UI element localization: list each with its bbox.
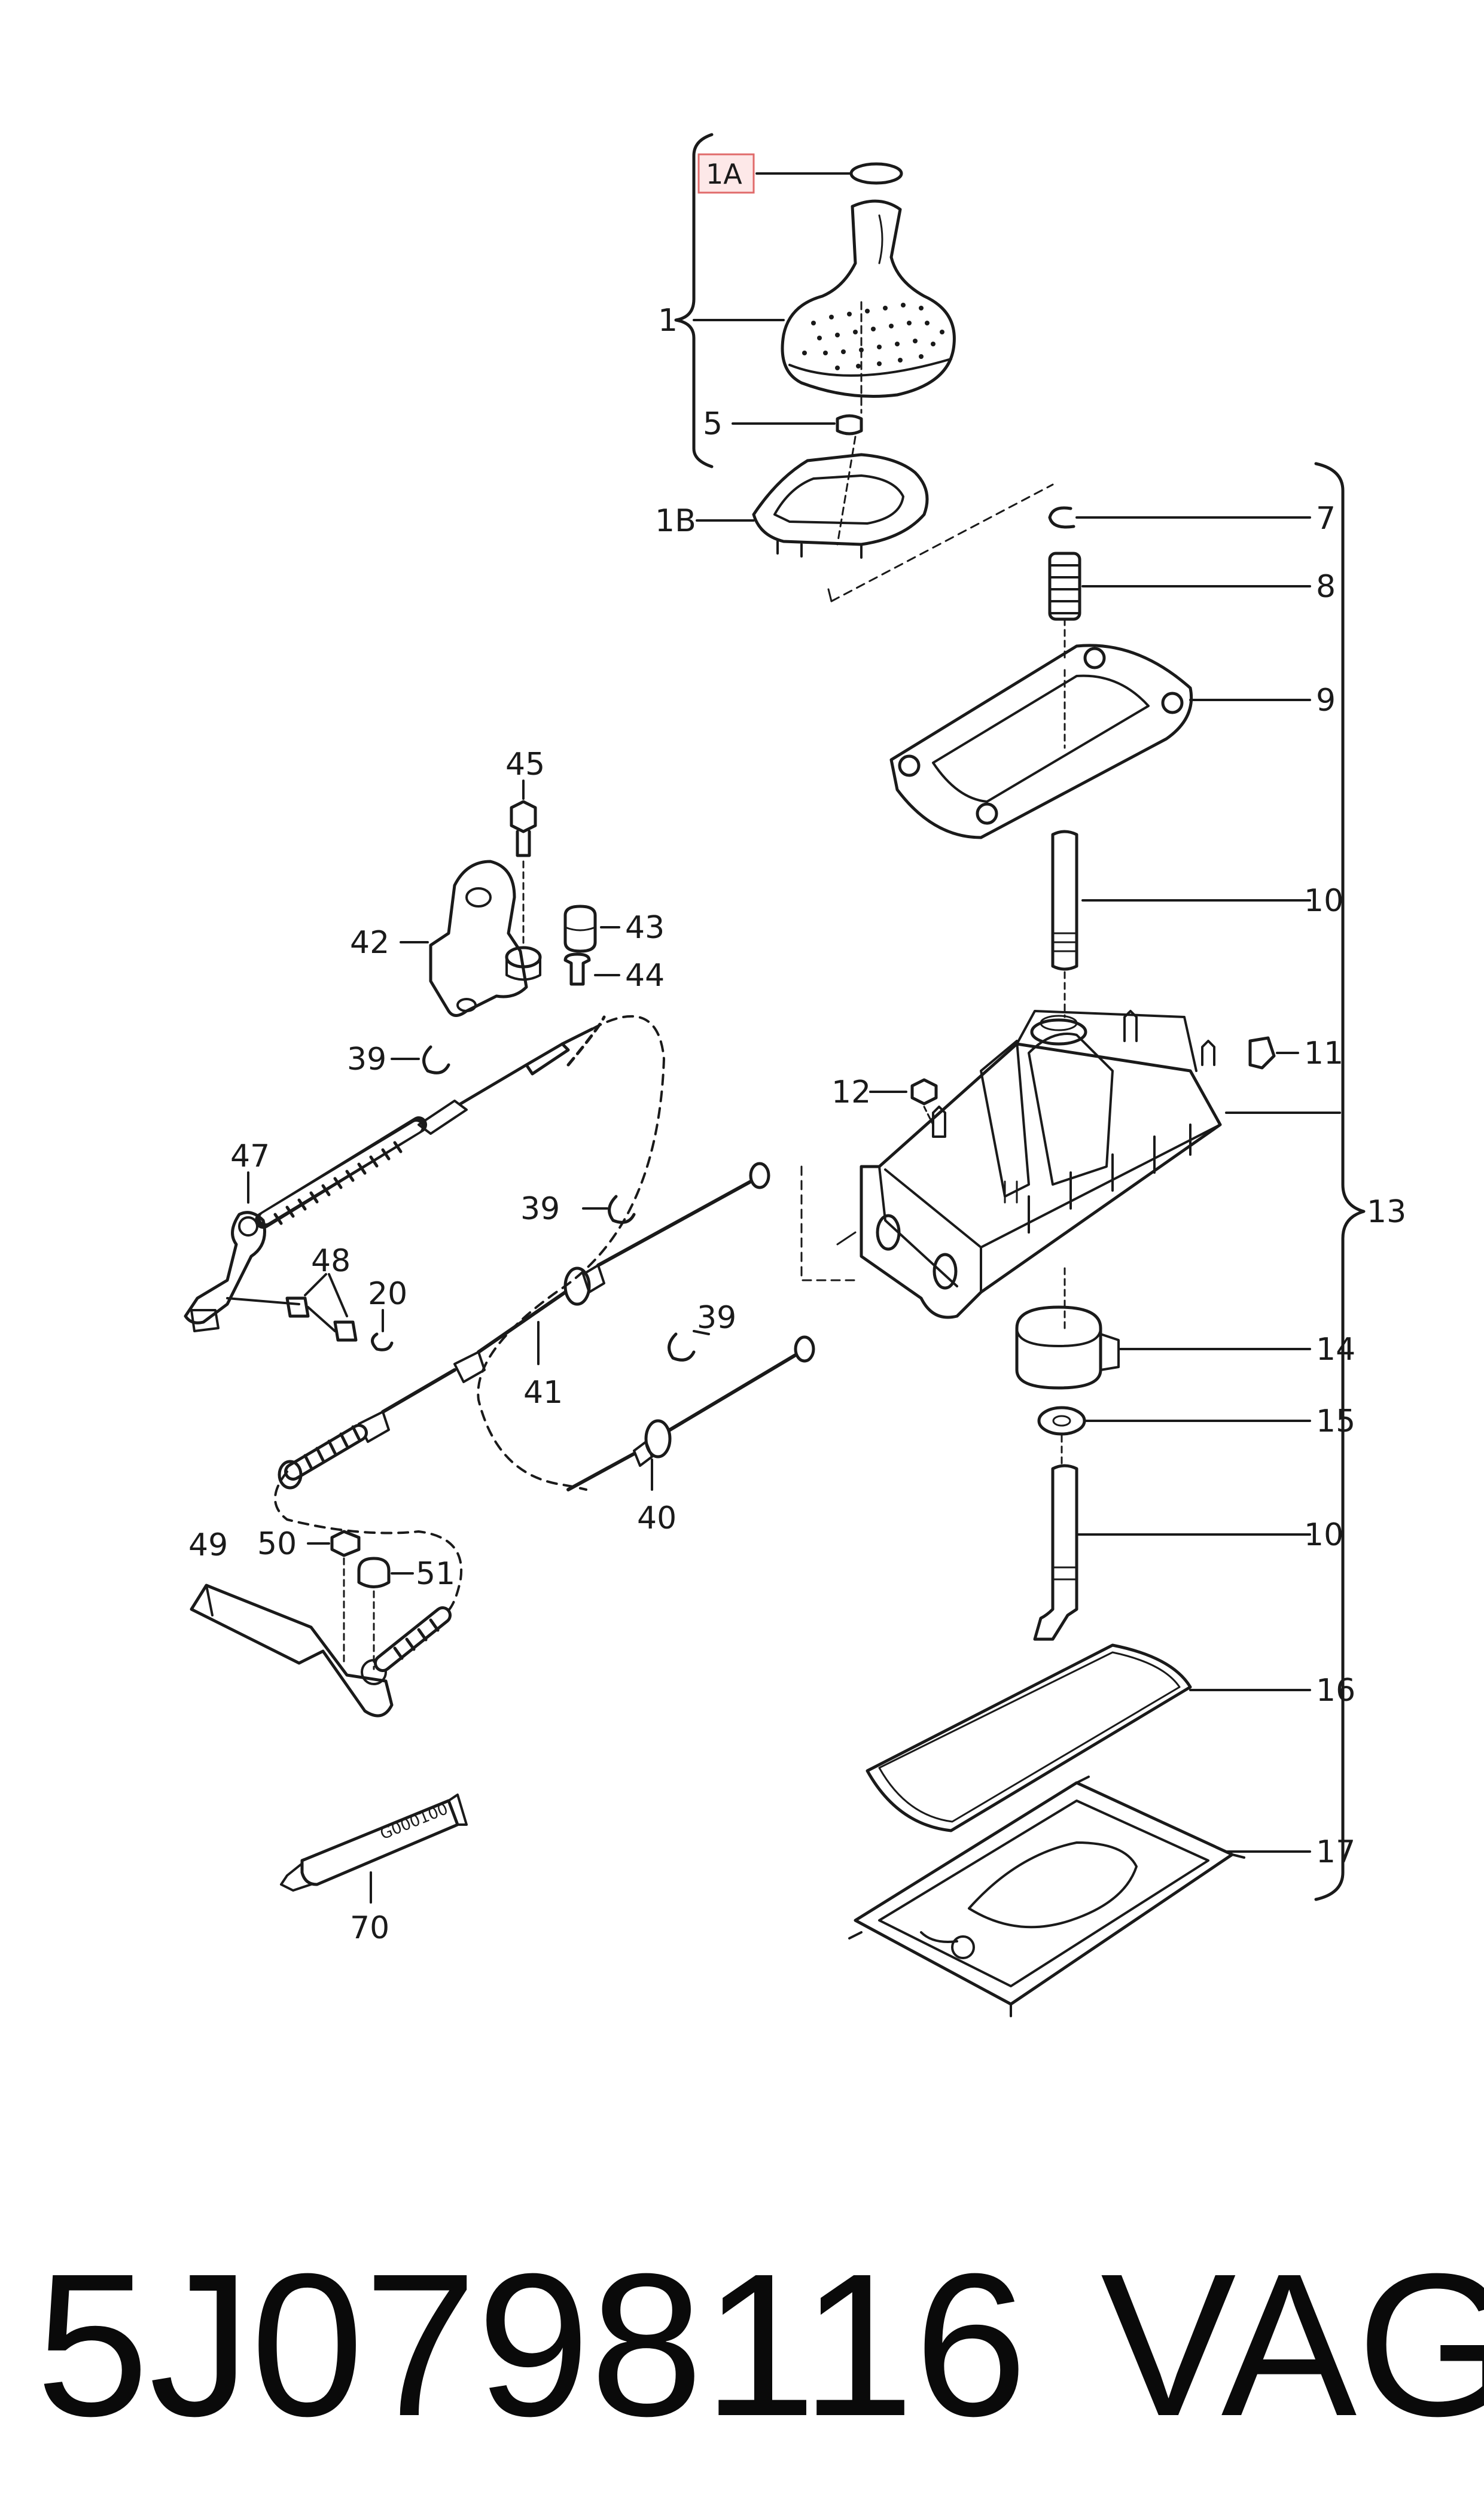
tube-text: G000100 — [377, 1800, 450, 1844]
label-45: 45 — [505, 747, 545, 783]
label-41: 41 — [523, 1375, 563, 1411]
label-14: 14 — [1316, 1332, 1355, 1368]
circlip-part-39-b — [608, 1195, 636, 1224]
cap-part-51 — [357, 1557, 391, 1588]
bracket-group-1 — [674, 133, 714, 468]
label-40: 40 — [637, 1500, 677, 1536]
selector-rod-part-10-lower — [1033, 1464, 1078, 1641]
circlip-part-7 — [1048, 506, 1075, 529]
highlight-label-box-1A — [697, 153, 755, 194]
sleeve-part-44 — [563, 952, 591, 986]
emblem-part — [849, 162, 903, 185]
label-70: 70 — [350, 1910, 389, 1946]
spring-part-8 — [1048, 552, 1081, 621]
gasket-part-9 — [889, 644, 1193, 839]
bush-part-14 — [1015, 1305, 1120, 1390]
label-1B: 1B — [655, 503, 696, 539]
circlip-part-39-c — [668, 1332, 696, 1362]
shift-cable-41 — [274, 1162, 770, 1616]
grease-tube-part-70 — [280, 1794, 468, 1904]
right-parts-stack — [800, 462, 1366, 2017]
label-39-a: 39 — [347, 1042, 386, 1077]
footer-caption: 5J0798116 VAG — [36, 2213, 1484, 2477]
clip-part-5 — [836, 414, 863, 436]
label-51: 51 — [416, 1556, 455, 1592]
label-12: 12 — [831, 1074, 871, 1110]
shift-housing-part-13 — [860, 1010, 1222, 1319]
label-1: 1 — [658, 303, 678, 339]
part-number-text: 5J0798116 — [36, 2231, 1028, 2459]
circlip-part-39-a — [422, 1045, 450, 1074]
label-39-c: 39 — [697, 1300, 736, 1336]
grommet-part-43 — [563, 905, 597, 953]
bracket-group-13 — [1314, 462, 1366, 1901]
shift-knob — [781, 199, 956, 398]
gasket-part-16 — [866, 1643, 1192, 1832]
callout-labels: 1A 1 5 1B 7 8 9 10 11 12 13 14 15 10 16 … — [188, 158, 1406, 1946]
label-13: 13 — [1367, 1194, 1406, 1230]
gaiter-frame-1B — [752, 453, 929, 546]
label-48: 48 — [311, 1243, 351, 1279]
bolt-part-45 — [510, 800, 537, 857]
clip-part-11 — [1248, 1036, 1276, 1070]
label-49: 49 — [188, 1527, 228, 1563]
label-17: 17 — [1316, 1834, 1355, 1870]
washer-part-15 — [1037, 1406, 1086, 1436]
nut-part-50 — [330, 1530, 361, 1557]
label-10-upper: 10 — [1304, 883, 1343, 919]
label-8: 8 — [1316, 569, 1336, 605]
nut-part-12 — [910, 1078, 938, 1106]
label-47: 47 — [230, 1138, 270, 1174]
label-9: 9 — [1316, 683, 1336, 718]
selector-rod-part-10-upper — [1051, 830, 1078, 971]
bracket-assembly-42 — [400, 780, 620, 1017]
label-15: 15 — [1316, 1403, 1355, 1439]
circlip-part-20 — [371, 1332, 394, 1351]
label-20: 20 — [368, 1276, 407, 1312]
brand-text: VAG — [1101, 2231, 1484, 2459]
shift-cable-47 — [184, 1015, 665, 1491]
label-5: 5 — [703, 406, 723, 442]
lever-assembly-49 — [190, 1530, 452, 1718]
label-43: 43 — [625, 910, 665, 946]
shift-knob-group — [674, 133, 1054, 602]
label-11: 11 — [1304, 1036, 1343, 1071]
pin-part-48 — [285, 1296, 358, 1342]
label-7: 7 — [1316, 501, 1336, 537]
label-16: 16 — [1316, 1673, 1355, 1709]
label-1A: 1A — [706, 158, 742, 190]
label-50: 50 — [257, 1526, 297, 1562]
label-10-lower: 10 — [1304, 1517, 1343, 1553]
base-plate-part-17 — [848, 1776, 1245, 2017]
shift-cable-40 — [566, 1330, 815, 1491]
label-44: 44 — [625, 958, 665, 994]
label-39-b: 39 — [520, 1191, 560, 1227]
label-42: 42 — [350, 925, 389, 961]
